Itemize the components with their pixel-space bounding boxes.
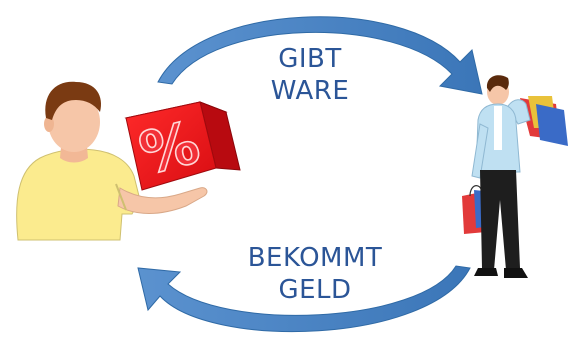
give-goods-line2: WARE [270,75,350,106]
customer-shopper-icon [462,75,568,278]
receive-money-line1: BEKOMMT [247,243,383,273]
receive-money-label: BEKOMMT GELD [225,243,405,306]
curved-arrow-left-icon [137,265,471,333]
receive-money-line2: GELD [278,274,352,305]
give-goods-line1: GIBT [278,44,342,74]
percent-box-icon: % [124,101,241,191]
give-goods-label: GIBT WARE [230,44,390,107]
seller-person-icon [16,81,208,241]
curved-arrow-right-icon [157,16,483,95]
